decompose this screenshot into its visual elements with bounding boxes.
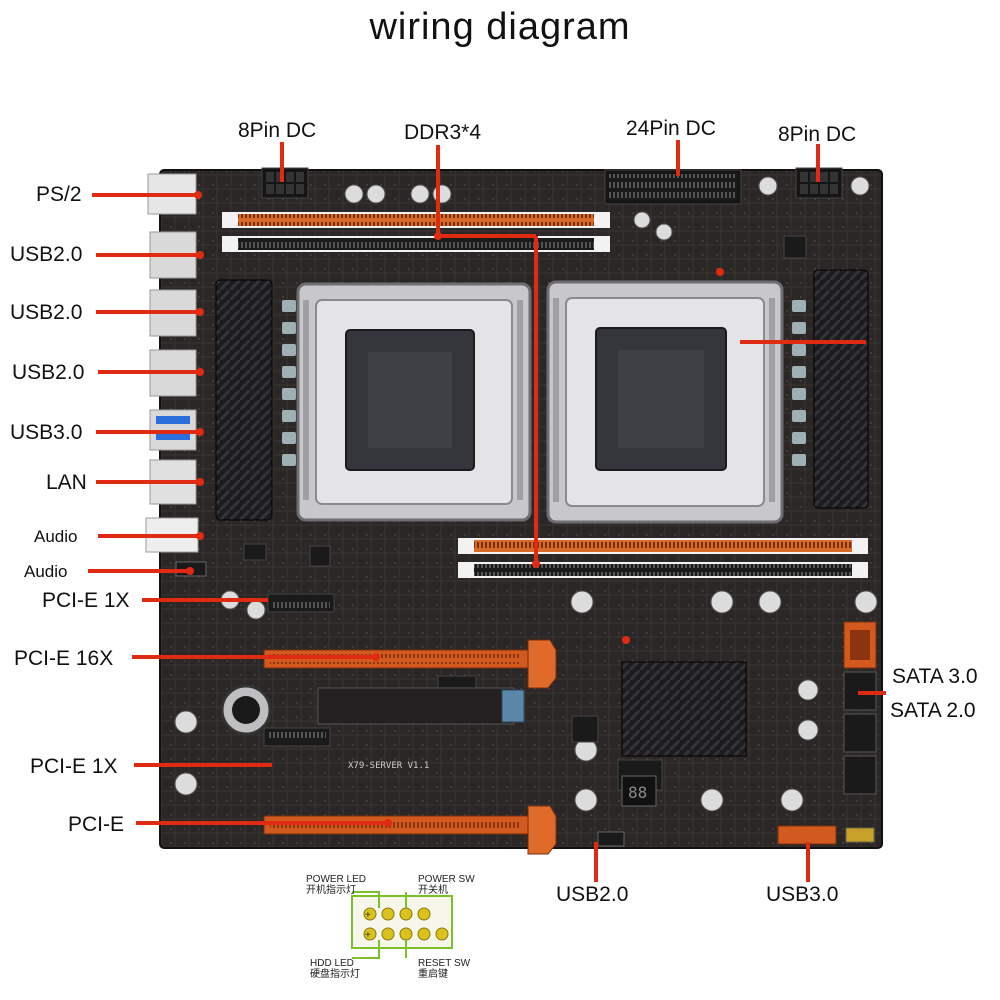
label-pcie-16x: PCI-E 16X bbox=[14, 647, 114, 670]
m2-slot bbox=[317, 687, 515, 725]
label-pcie-1x-top: PCI-E 1X bbox=[42, 589, 130, 612]
label-audio-front: Audio bbox=[24, 562, 68, 581]
vrm-heatsinks bbox=[215, 269, 869, 521]
label-reset-sw: RESET SW 重启键 bbox=[418, 958, 471, 980]
power-connectors bbox=[261, 167, 843, 205]
capacitors bbox=[174, 176, 878, 812]
dimm-slots-top bbox=[222, 212, 610, 252]
label-24pin-dc: 24Pin DC bbox=[626, 117, 716, 140]
usb2-header bbox=[597, 831, 625, 847]
label-ddr3: DDR3*4 bbox=[404, 121, 482, 144]
label-pcie: PCI-E bbox=[68, 813, 125, 836]
front-panel-header bbox=[845, 827, 875, 843]
label-usb3-header: USB3.0 bbox=[766, 883, 839, 906]
label-usb2-c: USB2.0 bbox=[12, 361, 85, 384]
usb3-header bbox=[777, 825, 837, 845]
label-sata2: SATA 2.0 bbox=[890, 699, 976, 722]
front-panel-diagram: + + bbox=[351, 891, 453, 959]
dimm-slots-bottom bbox=[458, 538, 868, 578]
label-8pin-dc-left: 8Pin DC bbox=[238, 119, 317, 142]
label-hdd-led: HDD LED 硬盘指示灯 bbox=[310, 958, 360, 980]
label-pcie-1x-bottom: PCI-E 1X bbox=[30, 755, 118, 778]
pch-heatsink bbox=[621, 661, 747, 757]
sata-ports bbox=[843, 621, 877, 795]
label-lan: LAN bbox=[46, 471, 87, 494]
cpu-socket-1 bbox=[296, 282, 532, 522]
board-silkscreen: X79-SERVER V1.1 bbox=[348, 761, 429, 771]
label-power-led: POWER LED 开机指示灯 bbox=[306, 874, 367, 896]
label-usb2-header: USB2.0 bbox=[556, 883, 629, 906]
label-ps2: PS/2 bbox=[36, 183, 82, 206]
svg-text:88: 88 bbox=[628, 783, 647, 802]
label-power-sw: POWER SW 开关机 bbox=[418, 874, 475, 896]
pointer-lines bbox=[88, 140, 886, 882]
cpu-socket-2 bbox=[546, 280, 784, 524]
diagram-title: wiring diagram bbox=[369, 6, 631, 48]
label-sata3: SATA 3.0 bbox=[892, 665, 978, 688]
label-usb2-b: USB2.0 bbox=[10, 301, 83, 324]
label-audio-rear: Audio bbox=[34, 527, 78, 546]
svg-text:+: + bbox=[365, 930, 371, 941]
label-usb2-a: USB2.0 bbox=[10, 243, 83, 266]
label-8pin-dc-right: 8Pin DC bbox=[778, 123, 857, 146]
pcie-slots bbox=[263, 593, 557, 855]
label-usb3: USB3.0 bbox=[10, 421, 83, 444]
svg-text:+: + bbox=[365, 910, 371, 921]
